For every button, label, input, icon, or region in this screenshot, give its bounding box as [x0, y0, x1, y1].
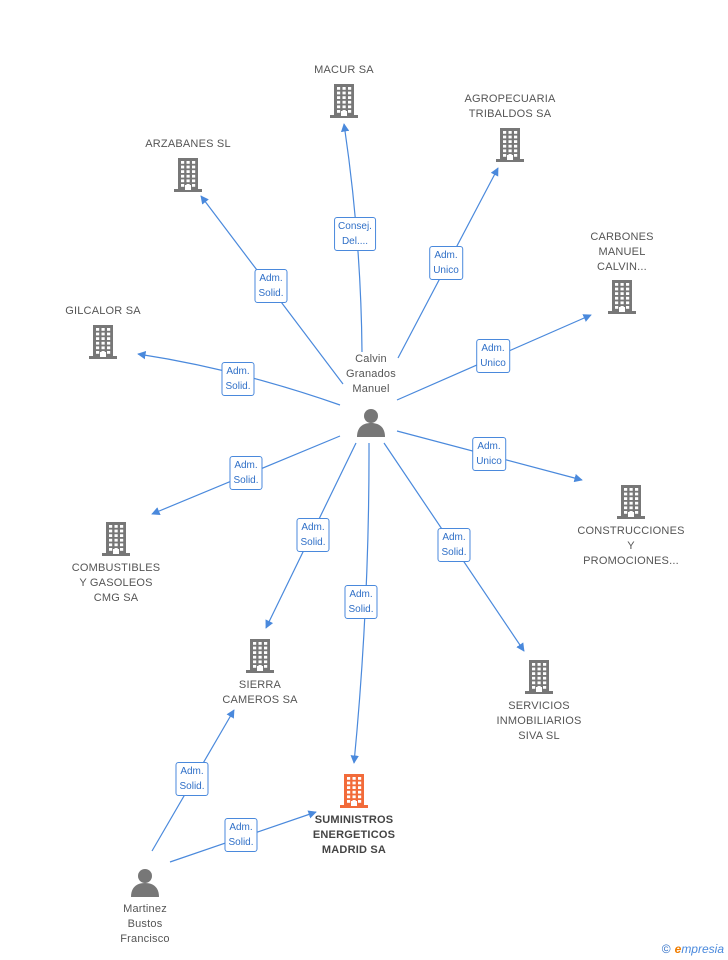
company-label-construcciones[interactable]: CONSTRUCCIONES Y PROMOCIONES...: [566, 524, 696, 569]
company-label-line: TRIBALDOS SA: [468, 108, 552, 120]
role-badge-text: Unico: [480, 358, 506, 369]
building-icon[interactable]: [525, 660, 553, 699]
building-icon[interactable]: [102, 522, 130, 561]
company-label-line: CAMEROS SA: [222, 694, 298, 706]
role-badge-carbones[interactable]: Adm. Unico: [476, 339, 510, 373]
role-badge-text: Solid.: [258, 288, 284, 299]
role-badge-text: Adm.: [349, 589, 373, 600]
company-label-line: COMBUSTIBLES: [71, 562, 161, 574]
company-label-line: INMOBILIARIOS: [496, 715, 582, 727]
copyright-symbol: ©: [661, 942, 671, 956]
person-label-line: Calvin: [355, 353, 387, 365]
role-badge-agropecuaria[interactable]: Adm. Unico: [429, 246, 463, 280]
company-label-line: ENERGETICOS: [312, 829, 396, 841]
role-badge-text: Adm.: [226, 366, 250, 377]
brand-name: mpresia: [681, 942, 724, 956]
company-label-sierra[interactable]: SIERRA CAMEROS SA: [200, 678, 320, 708]
person-label-line: Martinez: [123, 903, 167, 915]
role-badge-text: Solid.: [348, 604, 374, 615]
building-icon[interactable]: [608, 280, 636, 319]
role-badge-gilcalor[interactable]: Adm. Solid.: [221, 362, 255, 396]
role-badge-text: Consej.: [338, 221, 372, 232]
company-label-line: Y: [627, 540, 635, 552]
role-badge-text: Solid.: [179, 781, 205, 792]
role-badge-suministros[interactable]: Adm. Solid.: [344, 585, 378, 619]
building-icon[interactable]: [617, 485, 645, 524]
role-badge-text: Adm.: [234, 460, 258, 471]
role-badge-text: Unico: [476, 456, 502, 467]
company-label-line: ARZABANES SL: [145, 138, 231, 150]
role-badge-text: Solid.: [233, 475, 259, 486]
person-label-line: Francisco: [120, 933, 170, 945]
role-badge-text: Solid.: [441, 547, 467, 558]
company-label-arzabanes[interactable]: ARZABANES SL: [128, 137, 248, 152]
role-badge-text: Solid.: [225, 381, 251, 392]
company-label-line: MADRID SA: [321, 844, 387, 856]
role-badge-text: Adm.: [481, 343, 505, 354]
role-badge-text: Adm.: [180, 766, 204, 777]
company-label-suministros[interactable]: SUMINISTROS ENERGETICOS MADRID SA: [287, 813, 421, 858]
person-icon[interactable]: [130, 867, 160, 902]
company-label-servicios[interactable]: SERVICIOS INMOBILIARIOS SIVA SL: [474, 699, 604, 744]
company-label-combustibles[interactable]: COMBUSTIBLES Y GASOLEOS CMG SA: [56, 561, 176, 606]
role-badge-text: Adm.: [477, 441, 501, 452]
role-badge-macur[interactable]: Consej. Del....: [334, 217, 376, 251]
company-label-line: GILCALOR SA: [65, 305, 141, 317]
role-badge-ps-sierra[interactable]: Adm. Solid.: [175, 762, 209, 796]
company-label-line: SIERRA: [238, 679, 282, 691]
person-label-line: Manuel: [352, 383, 390, 395]
role-badge-text: Adm.: [301, 522, 325, 533]
company-label-macur[interactable]: MACUR SA: [294, 63, 394, 78]
company-label-line: MACUR SA: [314, 64, 374, 76]
building-icon[interactable]: [89, 325, 117, 364]
person-label-line: Bustos: [127, 918, 163, 930]
company-label-line: SUMINISTROS: [314, 814, 394, 826]
company-label-line: PROMOCIONES...: [583, 555, 679, 567]
role-badge-sierra[interactable]: Adm. Solid.: [296, 518, 330, 552]
company-label-line: AGROPECUARIA: [464, 93, 556, 105]
role-badge-text: Unico: [433, 265, 459, 276]
company-label-line: CMG SA: [93, 592, 139, 604]
role-badge-text: Solid.: [228, 837, 254, 848]
role-badge-text: Adm.: [442, 532, 466, 543]
role-badge-text: Adm.: [229, 822, 253, 833]
company-label-line: CALVIN...: [597, 261, 647, 273]
building-icon[interactable]: [340, 774, 368, 813]
person-label-line: Granados: [346, 368, 396, 380]
role-badge-servicios[interactable]: Adm. Solid.: [437, 528, 471, 562]
role-badge-construcciones[interactable]: Adm. Unico: [472, 437, 506, 471]
company-label-line: CONSTRUCCIONES: [577, 525, 685, 537]
building-icon[interactable]: [330, 84, 358, 123]
brand-initial: e: [674, 942, 682, 956]
role-badge-arzabanes[interactable]: Adm. Solid.: [254, 269, 288, 303]
role-badge-text: Adm.: [259, 273, 283, 284]
company-label-line: MANUEL: [598, 246, 646, 258]
company-label-line: SIVA SL: [518, 730, 560, 742]
company-label-line: Y GASOLEOS: [79, 577, 153, 589]
company-label-line: CARBONES: [590, 231, 654, 243]
company-label-carbones[interactable]: CARBONES MANUEL CALVIN...: [572, 230, 672, 275]
building-icon[interactable]: [246, 639, 274, 678]
company-label-agropecuaria[interactable]: AGROPECUARIA TRIBALDOS SA: [447, 92, 573, 122]
role-badge-text: Solid.: [300, 537, 326, 548]
company-label-line: SERVICIOS: [508, 700, 570, 712]
role-badge-ps-suministros[interactable]: Adm. Solid.: [224, 818, 258, 852]
role-badge-text: Del....: [341, 236, 369, 247]
building-icon[interactable]: [174, 158, 202, 197]
role-badge-combustibles[interactable]: Adm. Solid.: [229, 456, 263, 490]
brand-logo: ©empresia: [662, 942, 724, 956]
role-badge-text: Adm.: [434, 250, 458, 261]
company-label-gilcalor[interactable]: GILCALOR SA: [50, 304, 156, 319]
person-icon[interactable]: [356, 407, 386, 442]
building-icon[interactable]: [496, 128, 524, 167]
